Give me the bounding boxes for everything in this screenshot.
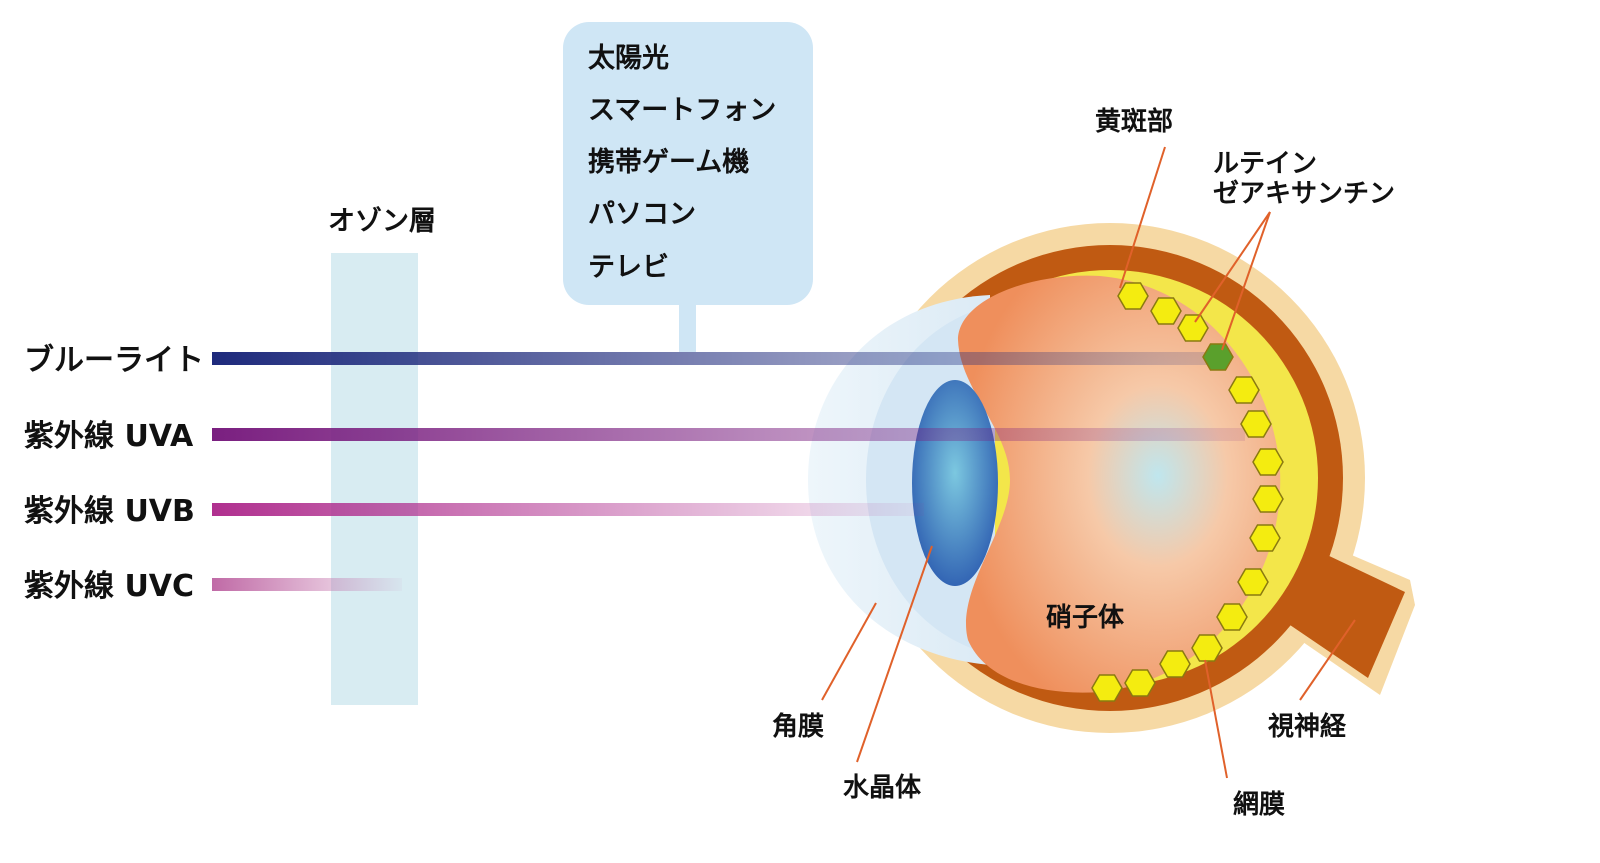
ray-uva [212,428,1245,441]
rays [212,352,1245,591]
lens [912,380,998,586]
eyeball [808,223,1415,733]
ray-label-bluelight: ブルーライト [24,343,204,378]
ozone-layer [331,253,418,705]
leader-optic-nerve [1299,619,1356,701]
ray-uvb [212,503,924,516]
pigment-hexagon [1117,282,1149,310]
optic-nerve [1285,535,1405,678]
pigment-hexagon [1177,314,1209,342]
leader-pigment-2 [1221,211,1271,351]
source-item: パソコン [588,199,696,230]
ray-label-uvb: 紫外線 UVB [24,494,195,529]
leader-cornea [821,602,877,701]
leader-macula [1119,146,1166,289]
ray-label-uva: 紫外線 UVA [24,419,194,454]
pigment-label-zeaxanthin: ゼアキサンチン [1213,179,1395,209]
leader-lines [821,146,1356,779]
eye-labels: 黄斑部 ルテイン ゼアキサンチン 硝子体 角膜 水晶体 網膜 視神経 [772,107,1395,820]
vitreous-label: 硝子体 [1046,603,1125,633]
leader-pigment-1 [1194,211,1271,323]
pigment-hexagon [1159,650,1191,678]
pigment-hexagon [1216,603,1248,631]
pigment-hexagon-highlight [1202,343,1234,371]
macular-pigment-hexagons [1091,282,1284,702]
retina-label: 網膜 [1233,789,1285,820]
pigment-hexagon [1091,674,1123,702]
pigment-hexagon [1240,410,1272,438]
macula-label: 黄斑部 [1095,107,1173,137]
source-item: テレビ [588,252,669,283]
leader-retina [1204,659,1228,779]
pigment-hexagon [1249,524,1281,552]
optic-nerve-label: 視神経 [1268,711,1347,742]
lens-label: 水晶体 [843,773,922,803]
pigment-hexagon [1252,485,1284,513]
pigment-label-lutein: ルテイン [1213,149,1317,179]
source-item: スマートフォン [588,95,776,126]
pigment-hexagon [1150,297,1182,325]
ray-uvc [212,578,402,591]
source-item: 太陽光 [588,43,669,74]
pigment-hexagon [1124,669,1156,697]
source-item: 携帯ゲーム機 [588,146,749,178]
ray-labels: ブルーライト 紫外線 UVA 紫外線 UVB 紫外線 UVC [24,343,204,604]
pigment-hexagon [1228,376,1260,404]
light-sources-bubble: 太陽光 スマートフォン 携帯ゲーム機 パソコン テレビ [563,22,813,352]
ray-label-uvc: 紫外線 UVC [24,569,194,604]
ray-bluelight [212,352,1220,365]
pigment-hexagon [1191,634,1223,662]
vitreous-body [958,275,1281,693]
cornea-label: 角膜 [772,711,824,742]
ozone-label: オゾン層 [328,206,436,237]
pigment-hexagon [1237,568,1269,596]
pigment-hexagon [1252,448,1284,476]
leader-lens [856,545,933,763]
